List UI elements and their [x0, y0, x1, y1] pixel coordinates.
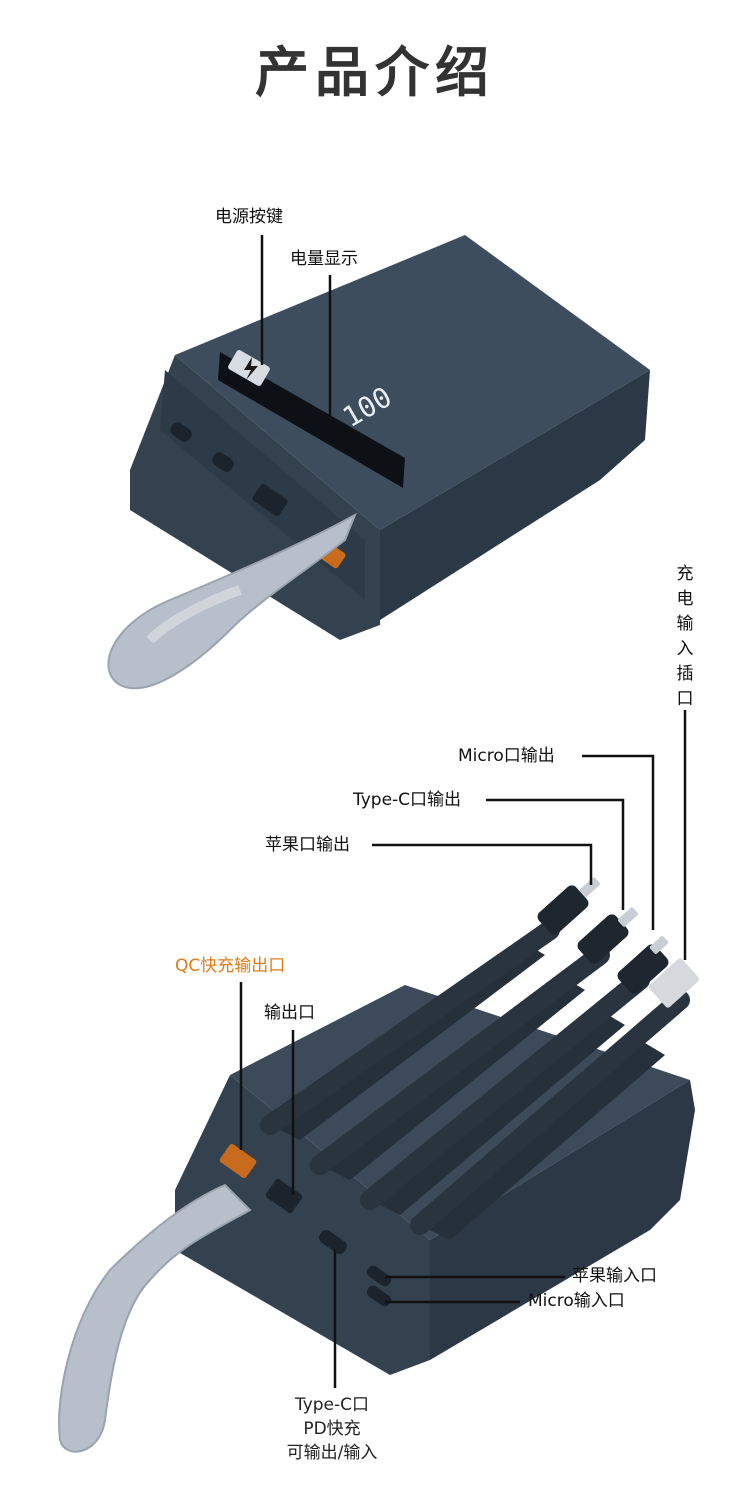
charge-input-label: 充 电 输 入 插 口: [676, 564, 694, 709]
apple-in-label: 苹果输入口: [572, 1266, 657, 1286]
micro-out-leader-line: [582, 754, 655, 930]
battery-display-label: 电量显示: [290, 249, 358, 269]
qc-fast-label: QC快充输出口: [175, 956, 286, 976]
micro-out-label: Micro口输出: [458, 746, 555, 766]
typec-out-label: Type-C口输出: [353, 790, 462, 810]
micro-in-label: Micro输入口: [528, 1291, 625, 1311]
power-bank-top-view: [107, 235, 650, 690]
apple-out-label: 苹果口输出: [265, 835, 350, 855]
page-title: 产品介绍: [255, 41, 495, 104]
output-port-label: 输出口: [264, 1003, 315, 1023]
typec-port-line2: PD快充: [303, 1419, 361, 1439]
typec-port-line3: 可输出/输入: [286, 1443, 378, 1463]
typec-port-label: Type-C口 PD快充 可输出/输入: [262, 1393, 402, 1465]
typec-port-line1: Type-C口: [294, 1395, 370, 1415]
typec-out-leader-line: [486, 798, 625, 910]
power-button-label: 电源按键: [215, 207, 283, 227]
power-bank-bottom-view: [58, 877, 700, 1453]
apple-out-leader-line: [372, 843, 593, 885]
